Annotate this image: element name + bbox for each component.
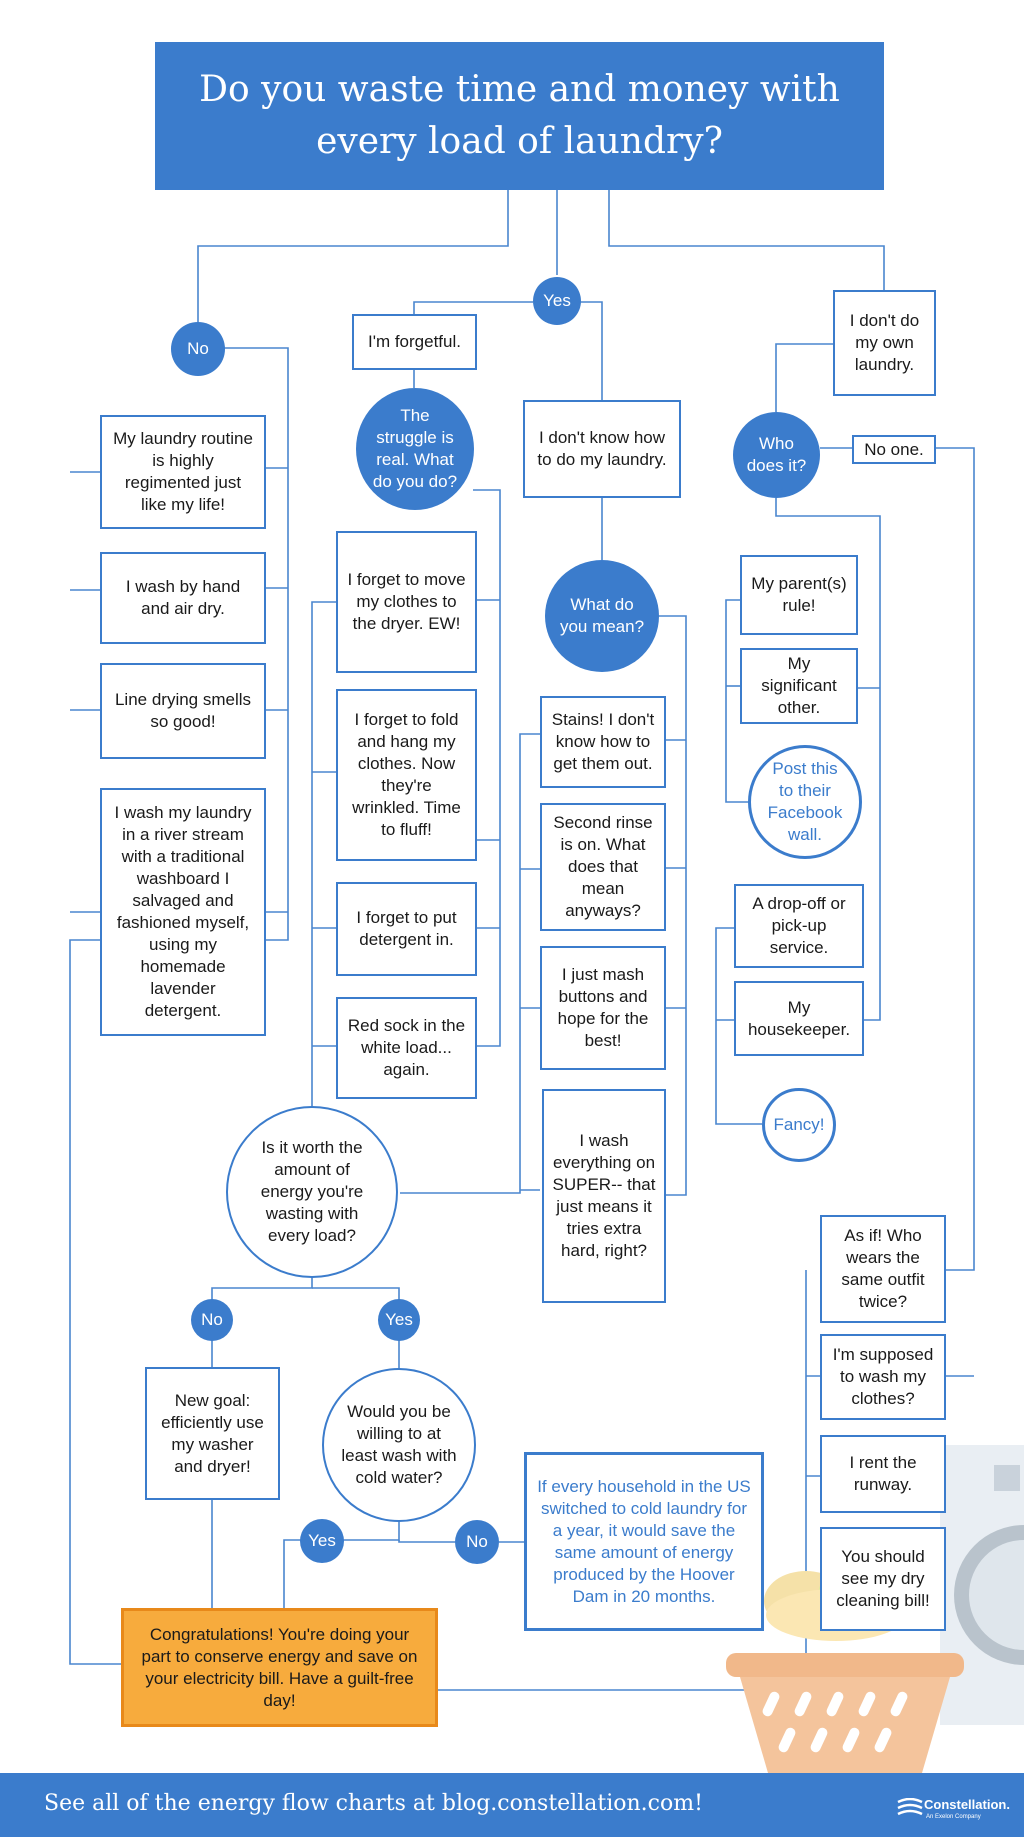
- forgetful-box: I'm forgetful.: [352, 314, 477, 370]
- no-one-item-2: I'm supposed to wash my clothes?: [820, 1334, 946, 1420]
- no-item-1: My laundry routine is highly regimented …: [100, 415, 266, 529]
- page-title: Do you waste time and money with every l…: [155, 42, 884, 190]
- fancy-circle: Fancy!: [762, 1088, 836, 1162]
- forgetful-item-3: I forget to put detergent in.: [336, 882, 477, 976]
- cold-water-fact: If every household in the US switched to…: [524, 1452, 764, 1631]
- worth-yes: Yes: [378, 1299, 420, 1341]
- person-item-1: My parent(s) rule!: [740, 555, 858, 635]
- new-goal-box: New goal: efficiently use my washer and …: [145, 1367, 280, 1500]
- no-one-box: No one.: [852, 435, 936, 464]
- what-mean-circle: What do you mean?: [545, 560, 659, 672]
- struggle-circle: The struggle is real. What do you do?: [356, 388, 474, 510]
- service-item-2: My housekeeper.: [734, 981, 864, 1056]
- forgetful-item-2: I forget to fold and hang my clothes. No…: [336, 689, 477, 861]
- no-one-item-3: I rent the runway.: [820, 1435, 946, 1513]
- footer-link-text[interactable]: See all of the energy flow charts at blo…: [44, 1791, 703, 1816]
- no-item-2: I wash by hand and air dry.: [100, 552, 266, 644]
- brand-name: Constellation.: [924, 1797, 1010, 1812]
- no-one-item-4: You should see my dry cleaning bill!: [820, 1527, 946, 1631]
- person-item-2: My significant other.: [740, 648, 858, 724]
- branch-dont-do: I don't do my own laundry.: [833, 290, 936, 396]
- dont-know-item-3: I just mash buttons and hope for the bes…: [540, 946, 666, 1070]
- no-one-item-1: As if! Who wears the same outfit twice?: [820, 1215, 946, 1323]
- forgetful-item-1: I forget to move my clothes to the dryer…: [336, 531, 477, 673]
- brand-logo: Constellation. An Exelon Company: [896, 1794, 1016, 1824]
- dont-know-box: I don't know how to do my laundry.: [523, 400, 681, 498]
- branch-yes: Yes: [533, 277, 581, 325]
- cold-yes: Yes: [300, 1519, 344, 1563]
- service-item-1: A drop-off or pick-up service.: [734, 884, 864, 968]
- worth-circle: Is it worth the amount of energy you're …: [226, 1106, 398, 1278]
- dont-know-item-1: Stains! I don't know how to get them out…: [540, 696, 666, 788]
- dont-know-item-4: I wash everything on SUPER-- that just m…: [542, 1089, 666, 1303]
- who-does-it-circle: Who does it?: [733, 412, 820, 498]
- post-facebook-circle: Post this to their Facebook wall.: [748, 745, 862, 859]
- forgetful-item-4: Red sock in the white load... again.: [336, 997, 477, 1099]
- no-item-4: I wash my laundry in a river stream with…: [100, 788, 266, 1036]
- worth-no: No: [191, 1299, 233, 1341]
- congrats-box: Congratulations! You're doing your part …: [121, 1608, 438, 1727]
- cold-water-circle: Would you be willing to at least wash wi…: [322, 1368, 476, 1522]
- branch-no: No: [171, 322, 225, 376]
- brand-tagline: An Exelon Company: [926, 1814, 981, 1820]
- dont-know-item-2: Second rinse is on. What does that mean …: [540, 803, 666, 931]
- no-item-3: Line drying smells so good!: [100, 663, 266, 759]
- cold-no: No: [455, 1520, 499, 1564]
- footer-bar: [0, 1773, 1024, 1837]
- constellation-logo-icon: [897, 1798, 923, 1816]
- washing-machine-icon: [940, 1445, 1024, 1725]
